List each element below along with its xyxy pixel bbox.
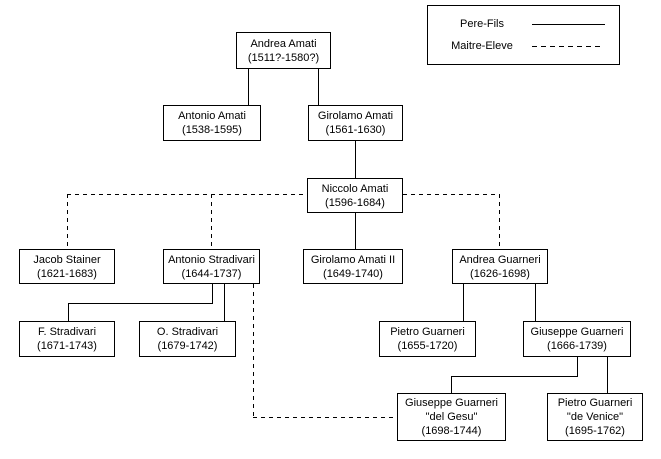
person-name: Pietro Guarneri [390, 326, 465, 338]
maitre-eleve-line-segment [253, 417, 397, 418]
person-years: (1695-1762) [565, 425, 625, 437]
person-name: Andrea Guarneri [459, 253, 541, 266]
person-name: Andrea Amati [250, 37, 317, 50]
pere-fils-line-segment [355, 141, 356, 178]
person-name: Giuseppe Guarneri [530, 326, 624, 338]
pere-fils-line-segment [318, 69, 319, 105]
person-years: (1666-1739) [547, 340, 607, 352]
person-name: Girolamo Amati [317, 110, 394, 122]
maitre-eleve-line-segment [499, 194, 500, 249]
node-andrea-amati: Andrea Amati (1511?-1580?) [236, 32, 331, 69]
maitre-eleve-line-segment [403, 194, 499, 195]
person-years: (1649-1740) [323, 267, 383, 280]
maitre-eleve-line-segment [253, 284, 254, 417]
legend: Pere-Fils Maitre-Eleve [427, 5, 620, 65]
person-years: (1511?-1580?) [247, 51, 320, 64]
node-niccolo-amati: Niccolo Amati (1596-1684) [307, 178, 403, 213]
person-name: Jacob Stainer [33, 253, 101, 266]
legend-maitre-eleve-label: Maitre-Eleve [451, 40, 513, 52]
node-antonio-amati: Antonio Amati (1538-1595) [163, 105, 261, 141]
pere-fils-line-segment [451, 376, 578, 377]
pere-fils-line-segment [577, 357, 578, 377]
person-name: O. Stradivari [156, 326, 219, 338]
pere-fils-line-segment [68, 303, 213, 304]
legend-item-pere-fils: Pere-Fils [438, 18, 609, 30]
solid-line-sample [532, 23, 605, 25]
pere-fils-line-segment [355, 213, 356, 249]
pere-fils-line-segment [463, 284, 464, 321]
person-name: Girolamo Amati II [310, 253, 396, 266]
node-pietro-guarneri: Pietro Guarneri (1655-1720) [379, 321, 476, 357]
pere-fils-line-segment [68, 303, 69, 321]
person-years: (1698-1744) [421, 425, 482, 437]
person-years: (1621-1683) [37, 267, 97, 280]
person-years: (1596-1684) [325, 196, 385, 209]
person-years: (1561-1630) [325, 124, 386, 136]
person-nickname: "del Gesu" [425, 411, 478, 423]
person-nickname: "de Venice" [566, 411, 624, 423]
node-girolamo-amati: Girolamo Amati (1561-1630) [308, 105, 403, 141]
person-years: (1538-1595) [182, 124, 242, 136]
node-pietro-guarneri-de-venice: Pietro Guarneri "de Venice" (1695-1762) [547, 393, 643, 441]
pere-fils-line-segment [535, 284, 536, 321]
legend-pere-fils-label: Pere-Fils [459, 18, 504, 30]
person-name: Antonio Amati [178, 110, 246, 122]
node-giuseppe-guarneri: Giuseppe Guarneri (1666-1739) [523, 321, 631, 357]
node-andrea-guarneri: Andrea Guarneri (1626-1698) [452, 249, 548, 284]
dashed-line-sample [532, 45, 602, 47]
person-years: (1626-1698) [470, 267, 530, 280]
node-f-stradivari: F. Stradivari (1671-1743) [19, 321, 115, 357]
person-name: F. Stradivari [37, 326, 97, 338]
node-girolamo-amati-ii: Girolamo Amati II (1649-1740) [303, 249, 403, 284]
node-jacob-stainer: Jacob Stainer (1621-1683) [19, 249, 115, 284]
maitre-eleve-line-segment [211, 194, 212, 249]
person-years: (1655-1720) [397, 340, 458, 352]
node-o-stradivari: O. Stradivari (1679-1742) [139, 321, 236, 357]
node-antonio-stradivari: Antonio Stradivari (1644-1737) [163, 249, 260, 284]
person-name: Pietro Guarneri [557, 397, 633, 409]
pere-fils-line-segment [607, 357, 608, 393]
maitre-eleve-line-segment [67, 194, 68, 249]
pere-fils-line-segment [212, 284, 213, 304]
pere-fils-line-segment [248, 69, 249, 105]
person-name: Giuseppe Guarneri [405, 397, 498, 409]
maitre-eleve-line-segment [67, 194, 307, 195]
person-name: Niccolo Amati [321, 182, 389, 195]
person-years: (1644-1737) [181, 267, 242, 280]
person-name: Antonio Stradivari [168, 253, 255, 266]
legend-item-maitre-eleve: Maitre-Eleve [438, 40, 609, 52]
node-giuseppe-guarneri-del-gesu: Giuseppe Guarneri "del Gesu" (1698-1744) [397, 393, 506, 441]
person-years: (1671-1743) [37, 340, 97, 352]
person-years: (1679-1742) [157, 340, 218, 352]
pere-fils-line-segment [224, 284, 225, 321]
pere-fils-line-segment [451, 376, 452, 393]
